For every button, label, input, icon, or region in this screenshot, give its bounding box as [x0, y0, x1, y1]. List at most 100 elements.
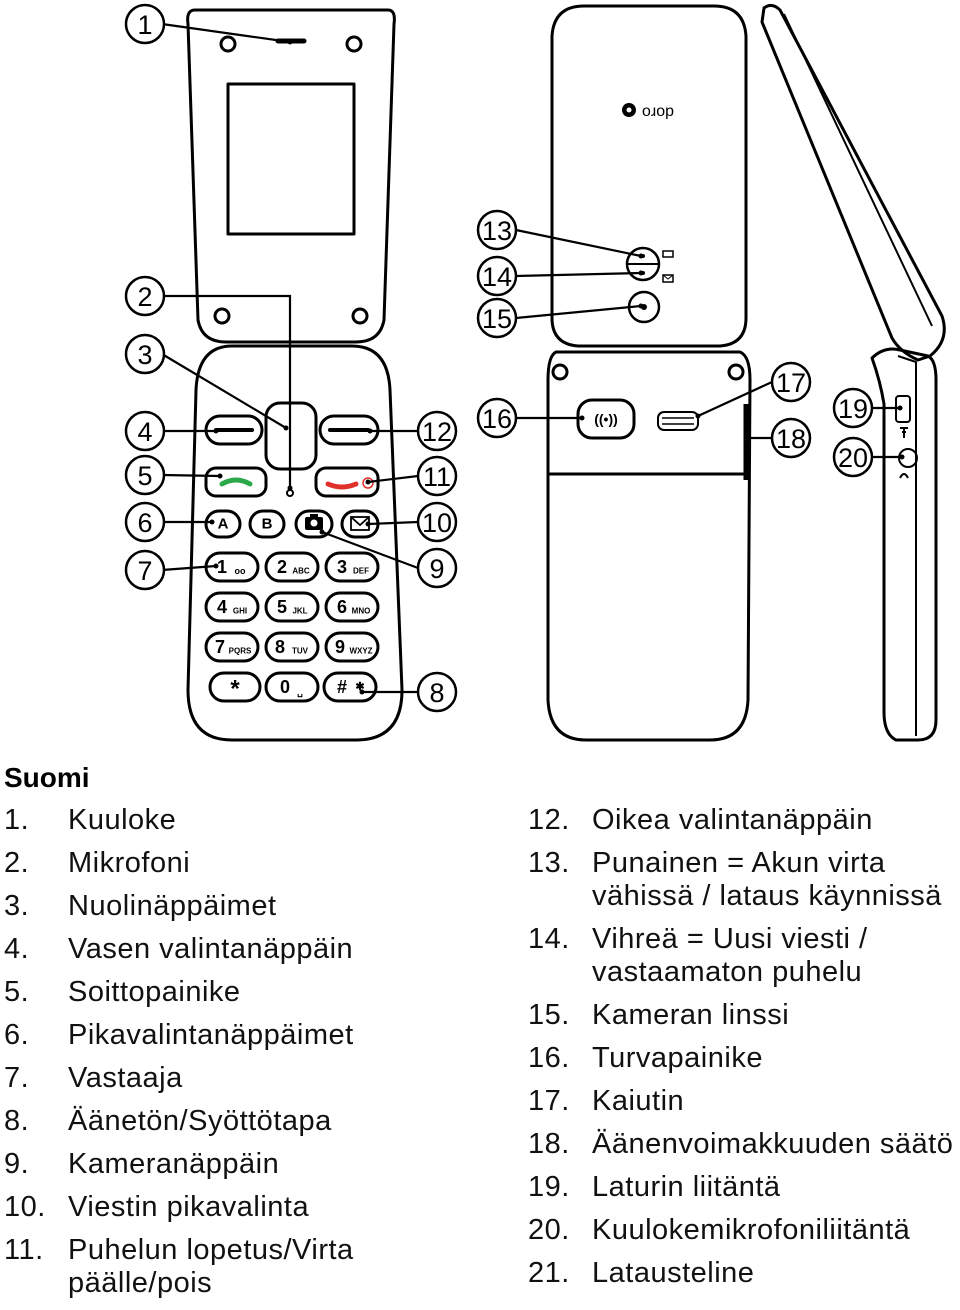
legend-item-text: Mikrofoni [68, 847, 191, 879]
key-hash[interactable] [322, 671, 378, 703]
key-5[interactable] [264, 591, 320, 623]
key-4[interactable] [204, 591, 260, 623]
callout-18-label: 18 [776, 424, 806, 454]
callout-20 [832, 436, 874, 478]
camera-key[interactable] [294, 509, 334, 539]
legend-item: 6.Pikavalintanäppäimet [4, 1019, 444, 1052]
legend-item-number: 9. [4, 1148, 30, 1180]
legend-item-number: 13. [528, 847, 570, 879]
svg-text:doro: doro [642, 104, 674, 121]
key-7[interactable] [204, 631, 260, 663]
legend-item-number: 7. [4, 1062, 30, 1094]
legend-item-number: 20. [528, 1214, 570, 1246]
callout-1 [124, 3, 166, 45]
callout-3-label: 3 [137, 340, 152, 370]
legend-item-text: Laturin liitäntä [592, 1171, 781, 1203]
legend-item: 9. Kameranäppäin [4, 1148, 444, 1181]
legend-item-number: 14. [528, 923, 570, 955]
key-hash-sub: ✱ [355, 681, 364, 693]
legend-item-text: Kuulokemikrofoniliitäntä [592, 1214, 911, 1246]
key-5-digit: 5 [277, 597, 287, 617]
legend-item-text: Kameranäppäin [68, 1148, 280, 1180]
callout-11 [416, 455, 458, 497]
callout-10-label: 10 [422, 508, 452, 538]
legend-item-text: Kuuloke [68, 804, 177, 836]
callout-1-label: 1 [137, 10, 152, 40]
legend-item-text: Puhelun lopetus/Virta päälle/pois [68, 1234, 354, 1299]
callout-7 [124, 549, 166, 591]
legend-item-number: 6. [4, 1019, 30, 1051]
callout-16 [476, 397, 518, 439]
lid-screw-br [351, 307, 369, 325]
end-handset-icon [325, 481, 359, 490]
call-button[interactable] [204, 466, 268, 498]
quick-key-a[interactable] [204, 509, 242, 539]
key-7-sub: PQRS [229, 647, 252, 656]
callout-20-label: 20 [838, 443, 868, 473]
back-lid-outline [550, 4, 748, 348]
callout-8 [416, 671, 458, 713]
key-6-sub: MNO [352, 607, 371, 616]
key-0[interactable] [264, 671, 320, 703]
legend-item-number: 12. [528, 804, 570, 836]
legend-item-number: 16. [528, 1042, 570, 1074]
callout-17-label: 17 [776, 368, 806, 398]
legend-item: 20. Kuulokemikrofoniliitäntä [528, 1214, 960, 1247]
key-9-sub: WXYZ [349, 647, 372, 656]
key-8[interactable] [264, 631, 320, 663]
legend-item: 17.Kaiutin [528, 1085, 960, 1118]
legend-item-number: 19. [528, 1171, 570, 1203]
key-2[interactable] [264, 551, 320, 583]
callout-13-label: 13 [482, 216, 512, 246]
key-4-sub: GHI [233, 607, 247, 616]
front-base-outline [186, 344, 404, 742]
legend-language-heading: Suomi [4, 762, 90, 793]
key-star[interactable] [208, 671, 262, 703]
legend-item-number: 18. [528, 1128, 570, 1160]
legend-item-number: 5. [4, 976, 30, 1008]
end-call-button[interactable] [314, 466, 380, 498]
legend-item-text: Kaiutin [592, 1085, 685, 1117]
legend-item: 18. Äänenvoimakkuuden säätö [528, 1128, 960, 1161]
key-1-digit: 1 [217, 557, 227, 577]
call-handset-icon [219, 477, 253, 487]
quick-key-b-label: B [262, 516, 273, 533]
key-9[interactable] [324, 631, 380, 663]
callout-4-label: 4 [137, 417, 152, 447]
legend-item: 12. Oikea valintanäppäin [528, 804, 960, 837]
legend-item-text: Äänenvoimakkuuden säätö [592, 1128, 954, 1160]
quick-key-a-label: A [218, 516, 229, 533]
quick-key-b[interactable] [248, 509, 286, 539]
key-3[interactable] [324, 551, 380, 583]
callout-3 [124, 333, 166, 375]
key-6[interactable] [324, 591, 380, 623]
legend-item-text: Soittopainike [68, 976, 241, 1008]
lid-screw-tl [219, 35, 237, 53]
legend-item-number: 21. [528, 1257, 570, 1289]
callout-5 [124, 454, 166, 496]
sos-icon: ((•)) [594, 411, 618, 427]
key-4-digit: 4 [217, 597, 227, 617]
side-lid-outline [760, 3, 946, 362]
legend-item-number: 8. [4, 1105, 30, 1137]
legend-item-text: Äänetön/Syöttötapa [68, 1105, 332, 1137]
legend-item-number: 4. [4, 933, 30, 965]
callout-12 [416, 410, 458, 452]
key-8-sub: TUV [292, 647, 309, 656]
callout-13 [476, 209, 518, 251]
legend-item-number: 10. [4, 1191, 46, 1223]
plug-icon [900, 427, 908, 438]
legend-item-text: Vastaaja [68, 1062, 183, 1094]
legend-item-number: 3. [4, 890, 30, 922]
callout-16-label: 16 [482, 404, 512, 434]
callout-17 [770, 361, 812, 403]
power-icon [362, 477, 374, 489]
key-2-sub: ABC [292, 567, 310, 576]
legend-item-text: Oikea valintanäppäin [592, 804, 873, 836]
legend-item: 7. Vastaaja [4, 1062, 444, 1095]
legend-item: 13.Punainen = Akun virta vähissä / latau… [528, 847, 960, 913]
callout-14 [476, 255, 518, 297]
legend-item: 10.Viestin pikavalinta [4, 1191, 444, 1224]
legend-item: 1.Kuuloke [4, 804, 444, 837]
